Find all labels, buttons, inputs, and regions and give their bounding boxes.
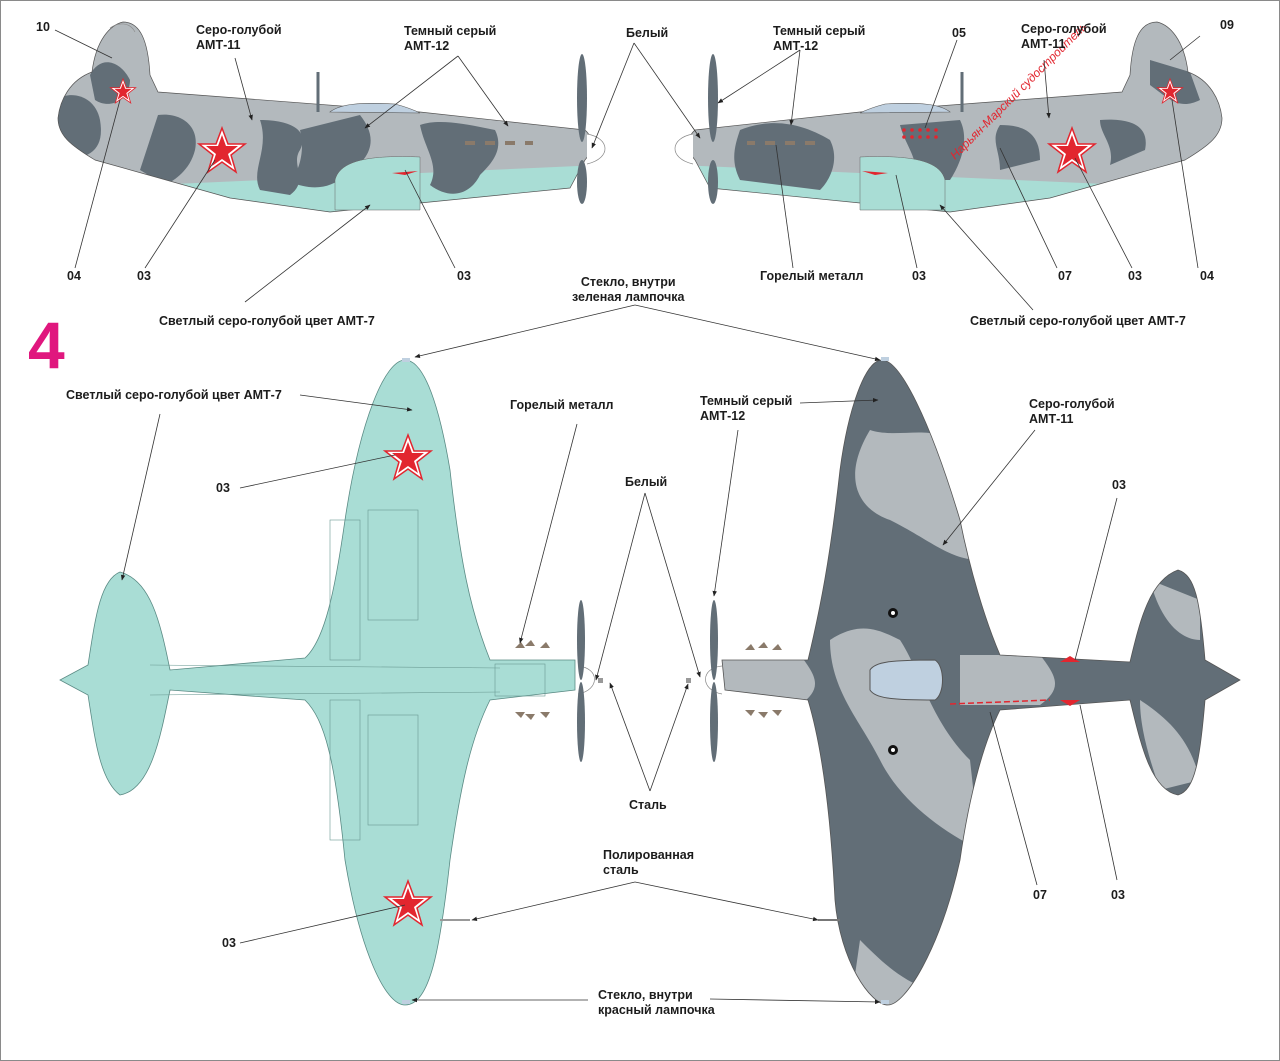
right-propeller-upper <box>708 54 718 142</box>
left-exhausts <box>465 141 533 145</box>
green-nav-light <box>402 358 410 362</box>
callout-07-right: 07 <box>1058 269 1072 283</box>
callout-03-right-b: 03 <box>1128 269 1142 283</box>
leader-lines <box>54 29 1201 1005</box>
label-amt7-bottom: Светлый серо-голубой цвет АМТ-7 <box>66 388 282 402</box>
right-side-view <box>688 22 1222 212</box>
left-fuselage-star <box>196 125 248 174</box>
callout-09: 09 <box>1220 18 1234 32</box>
red-nav-light-bottom <box>402 1000 410 1004</box>
right-exhausts <box>747 141 815 145</box>
left-side-view <box>58 22 592 212</box>
right-propeller-lower <box>708 160 718 204</box>
callout-03-bottom-a: 03 <box>216 481 230 495</box>
bottom-wing <box>59 359 576 1006</box>
label-amt11-top: Серо-голубой АМТ-11 <box>1029 397 1115 426</box>
callout-03-right-a: 03 <box>912 269 926 283</box>
left-spinner <box>586 133 606 165</box>
callout-04-left: 04 <box>67 269 81 283</box>
top-outline <box>721 359 1241 1006</box>
bottom-star-upper <box>382 432 434 481</box>
label-burnt-metal-right: Горелый металл <box>760 269 864 283</box>
right-radiator <box>859 156 946 211</box>
callout-03-bottom-b: 03 <box>222 936 236 950</box>
left-radiator <box>334 156 421 211</box>
label-amt12-left: Темный серый АМТ-12 <box>404 24 497 53</box>
label-steel: Сталь <box>629 798 667 812</box>
right-spinner <box>674 133 694 165</box>
callout-03-top-a: 03 <box>1112 478 1126 492</box>
plate-number: 4 <box>28 308 65 382</box>
callout-04-right: 04 <box>1200 269 1214 283</box>
label-burnt-metal-bottom: Горелый металл <box>510 398 614 412</box>
label-nav-light-red: Стекло, внутри красный лампочка <box>598 988 715 1017</box>
callout-07-top: 07 <box>1033 888 1047 902</box>
left-propeller-upper <box>577 54 587 142</box>
label-amt11-left: Серо-голубой АМТ-11 <box>196 23 282 52</box>
label-amt7-right: Светлый серо-голубой цвет АМТ-7 <box>970 314 1186 328</box>
kill-stars <box>902 128 938 139</box>
left-canopy <box>329 102 421 114</box>
label-polished-steel: Полированная сталь <box>603 848 695 877</box>
callout-03-left-b: 03 <box>457 269 471 283</box>
callout-10: 10 <box>36 20 50 34</box>
label-white-spinner-top: Белый <box>626 26 669 40</box>
right-fuselage-star <box>1046 125 1098 174</box>
green-nav-light-top <box>881 357 889 361</box>
right-fuselage-outline <box>687 21 1223 213</box>
left-fuselage-outline <box>57 21 593 213</box>
label-amt12-right: Темный серый АМТ-12 <box>773 24 866 53</box>
bottom-star-lower <box>382 878 434 927</box>
left-propeller-lower <box>577 160 587 204</box>
left-fin-star <box>109 77 137 105</box>
red-nav-light-top <box>881 1000 889 1004</box>
label-white-spinner-plan: Белый <box>625 475 668 489</box>
right-canopy <box>859 102 951 114</box>
top-canopy <box>869 659 943 701</box>
label-amt11-right: Серо-голубой АМТ-11 <box>1021 22 1107 51</box>
label-amt12-top: Темный серый АМТ-12 <box>700 394 793 423</box>
callout-03-top-b: 03 <box>1111 888 1125 902</box>
callout-03-left-a: 03 <box>137 269 151 283</box>
callout-05: 05 <box>952 26 966 40</box>
top-view <box>722 360 1240 1005</box>
label-amt7-left: Светлый серо-голубой цвет АМТ-7 <box>159 314 375 328</box>
label-nav-light-green: Стекло, внутри зеленая лампочка <box>572 275 685 304</box>
right-fin-star <box>1156 77 1184 105</box>
bottom-view <box>59 358 603 1006</box>
